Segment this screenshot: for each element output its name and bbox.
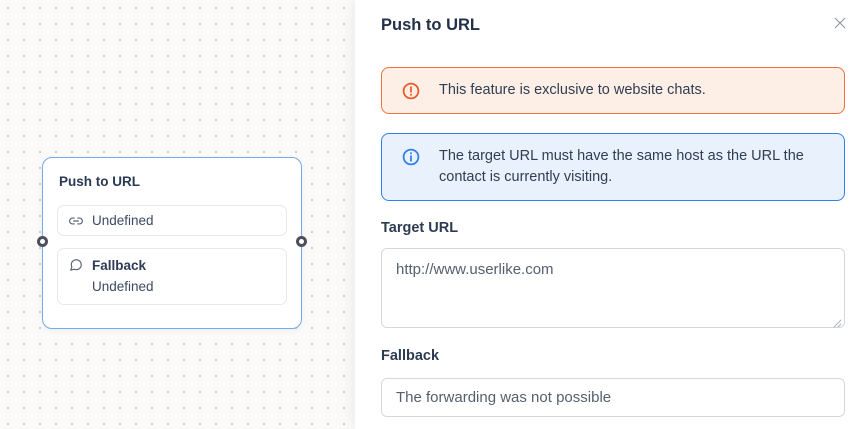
flow-canvas[interactable]: Push to URL Undefined Fallback Und (0, 0, 355, 429)
link-icon (69, 214, 83, 228)
info-circle-icon (402, 148, 420, 166)
node-row-sublabel: Undefined (92, 279, 154, 294)
node-row-label: Undefined (92, 213, 154, 228)
x-icon (832, 15, 848, 31)
info-alert-text: The target URL must have the same host a… (439, 148, 804, 185)
info-alert: The target URL must have the same host a… (381, 133, 845, 201)
target-url-textarea[interactable]: http://www.userlike.com (381, 248, 845, 328)
flow-node-push-to-url[interactable]: Push to URL Undefined Fallback Und (37, 157, 307, 329)
panel-header: Push to URL (381, 14, 846, 36)
fallback-label: Fallback (381, 348, 440, 364)
panel-title: Push to URL (381, 16, 480, 34)
node-row-label: Fallback (92, 258, 147, 273)
chat-bubble-icon (69, 258, 83, 272)
target-url-field-wrap: http://www.userlike.com (381, 248, 845, 328)
fallback-input[interactable] (381, 378, 845, 417)
alert-circle-icon (402, 82, 420, 100)
warning-alert-text: This feature is exclusive to website cha… (439, 82, 706, 98)
node-row-fallback[interactable]: Fallback Undefined (57, 248, 287, 305)
node-title: Push to URL (59, 174, 140, 189)
warning-alert: This feature is exclusive to website cha… (381, 67, 845, 114)
close-button[interactable] (827, 10, 853, 36)
node-handle-left[interactable] (37, 236, 48, 247)
node-row-target-url[interactable]: Undefined (57, 205, 287, 236)
target-url-label: Target URL (381, 220, 459, 236)
node-handle-right[interactable] (296, 236, 307, 247)
node-row-text: Fallback Undefined (92, 257, 154, 295)
resize-grip-icon[interactable] (832, 315, 842, 328)
settings-panel: Push to URL This feature is exclusive to… (355, 0, 862, 429)
